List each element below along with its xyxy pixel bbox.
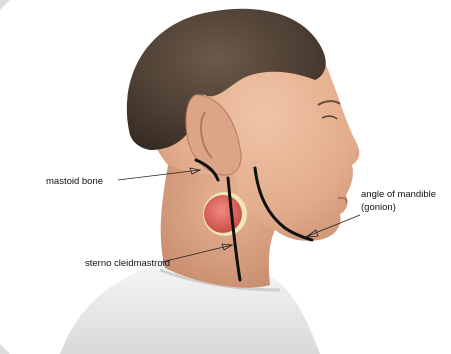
gonion-label: (gonion) (361, 202, 396, 213)
mastoid-bone-label: mastoid bone (46, 176, 103, 187)
sterno-cleidmastroid-label: sterno cleidmastroid (85, 258, 170, 269)
corner-fold-bottom-left (0, 344, 10, 354)
lymph-node-marker (203, 192, 247, 236)
corner-fold-top-left (0, 0, 10, 10)
angle-of-mandible-label: angle of mandible (361, 189, 436, 200)
